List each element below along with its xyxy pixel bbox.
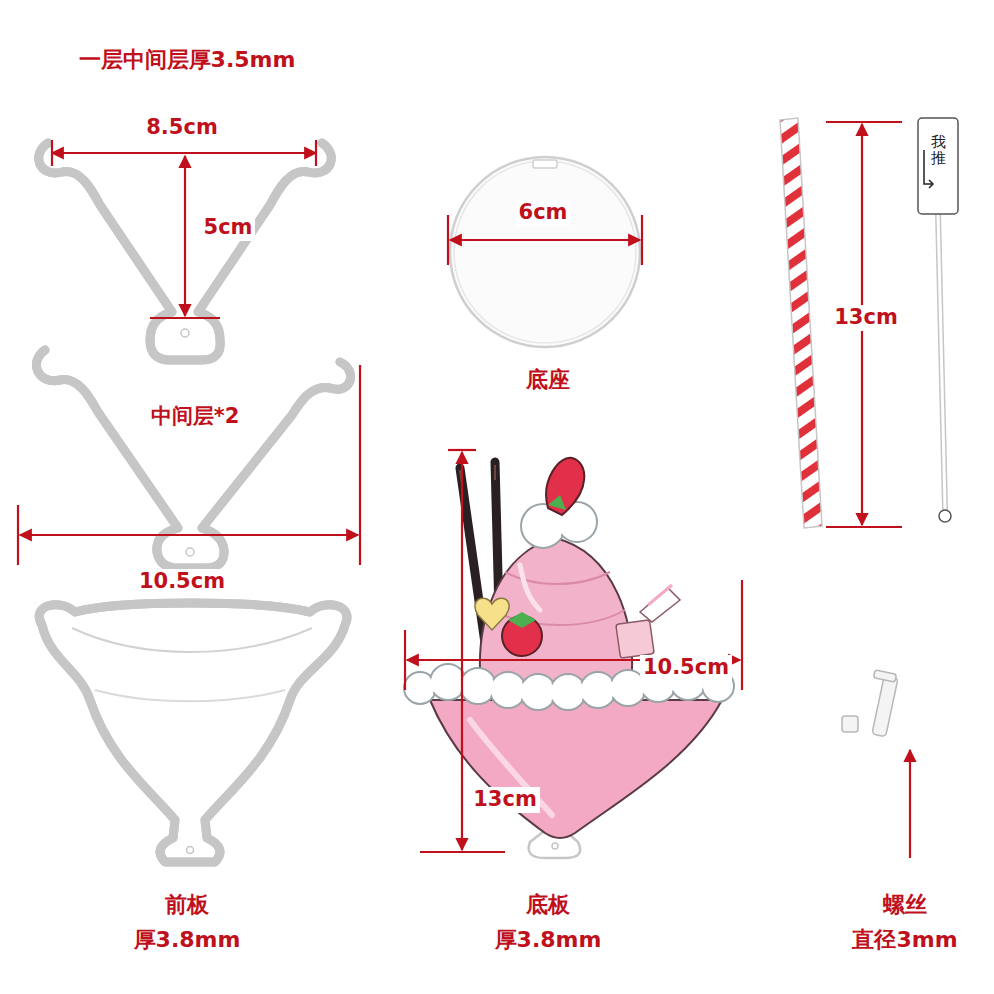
note-label: 一层中间层厚3.5mm: [76, 47, 299, 73]
dimension-tick: [51, 140, 53, 166]
screw-head: [873, 670, 896, 682]
front-plate: [39, 603, 347, 862]
ice-cream-shine: [520, 565, 540, 610]
strawberry-leaf: [548, 495, 566, 510]
strawberry: [546, 458, 584, 515]
dimension-label: 10.5cm: [136, 569, 228, 594]
middle-layer-piece: [39, 143, 332, 360]
screw-nut: [842, 716, 858, 732]
strawberry-leaf: [508, 612, 536, 628]
cream-swirl: [550, 674, 586, 710]
stir-stick: [938, 212, 945, 508]
dimension-tick: [150, 317, 220, 319]
cream-swirl: [492, 674, 524, 706]
part-name: 中间层*2: [148, 404, 243, 429]
part-name: 前板: [162, 892, 212, 918]
thickness-label: 厚3.8mm: [131, 927, 244, 953]
tag-arrow: [929, 180, 933, 188]
dimension-tick: [420, 851, 505, 853]
screw-hole: [181, 329, 189, 337]
front-plate: [39, 603, 347, 862]
dimension-label: 10.5cm: [640, 655, 732, 680]
dimension-label: 5cm: [201, 215, 256, 240]
cream-swirl: [520, 674, 556, 710]
middle-layer-piece: [39, 143, 332, 360]
dimension-label: 13cm: [470, 787, 540, 812]
cream-swirl: [552, 676, 584, 708]
wafer-stripe: [648, 585, 672, 605]
dimension-line: [461, 452, 463, 850]
base-disc-edge: [454, 161, 636, 343]
glass-highlight: [470, 720, 552, 815]
jelly-cube: [616, 620, 654, 658]
dimension-line: [20, 534, 358, 536]
cream-swirl: [406, 674, 434, 702]
dimension-label: 6cm: [516, 200, 571, 225]
screw-hole: [186, 548, 194, 556]
cream-swirl: [432, 666, 464, 698]
cream-swirl: [490, 672, 526, 708]
screw: [872, 675, 898, 737]
straw: [780, 118, 822, 528]
pocky-stick: [460, 468, 486, 650]
stir-stick: [938, 212, 945, 508]
pocky-mark: [494, 465, 496, 480]
cream-swirl: [582, 674, 614, 706]
cream-swirl: [460, 668, 496, 704]
base-disc: [450, 157, 640, 347]
sundae-glass: [430, 700, 722, 838]
part-name: 底板: [523, 892, 573, 918]
dimension-tick: [826, 526, 902, 528]
front-plate-rim: [72, 628, 312, 652]
dimension-line: [450, 239, 640, 241]
cream-swirl: [522, 676, 554, 708]
front-plate-rim: [95, 690, 285, 701]
part-name: 底座: [523, 367, 573, 393]
base-slot: [533, 160, 557, 168]
dimension-tick: [359, 365, 361, 565]
thickness-label: 厚3.8mm: [492, 927, 605, 953]
stir-stick-ball: [939, 510, 951, 522]
dimension-label: 13cm: [831, 305, 901, 330]
part-name: 螺丝: [880, 892, 930, 918]
cream-swirl: [462, 670, 494, 702]
cream-swirl: [580, 672, 616, 708]
dimension-tick: [447, 215, 449, 265]
dimension-tick: [315, 140, 317, 166]
diameter-label: 直径3mm: [849, 927, 960, 953]
dimension-line: [184, 156, 186, 316]
dimension-label: 8.5cm: [143, 115, 221, 140]
cream-swirl: [430, 664, 466, 700]
dimension-tick: [404, 630, 406, 690]
dimension-tick: [741, 580, 743, 690]
dimension-tick: [641, 215, 643, 265]
dimension-tick: [826, 121, 902, 123]
dimension-tick: [448, 449, 476, 451]
stir-stick-tag: [918, 118, 958, 214]
screw-hole: [187, 847, 194, 854]
screw-hole: [552, 843, 558, 849]
dimension-line: [52, 152, 316, 154]
dimension-tick: [17, 505, 19, 565]
pointer-arrow: [909, 750, 911, 858]
tag-text: 我推: [931, 134, 946, 167]
